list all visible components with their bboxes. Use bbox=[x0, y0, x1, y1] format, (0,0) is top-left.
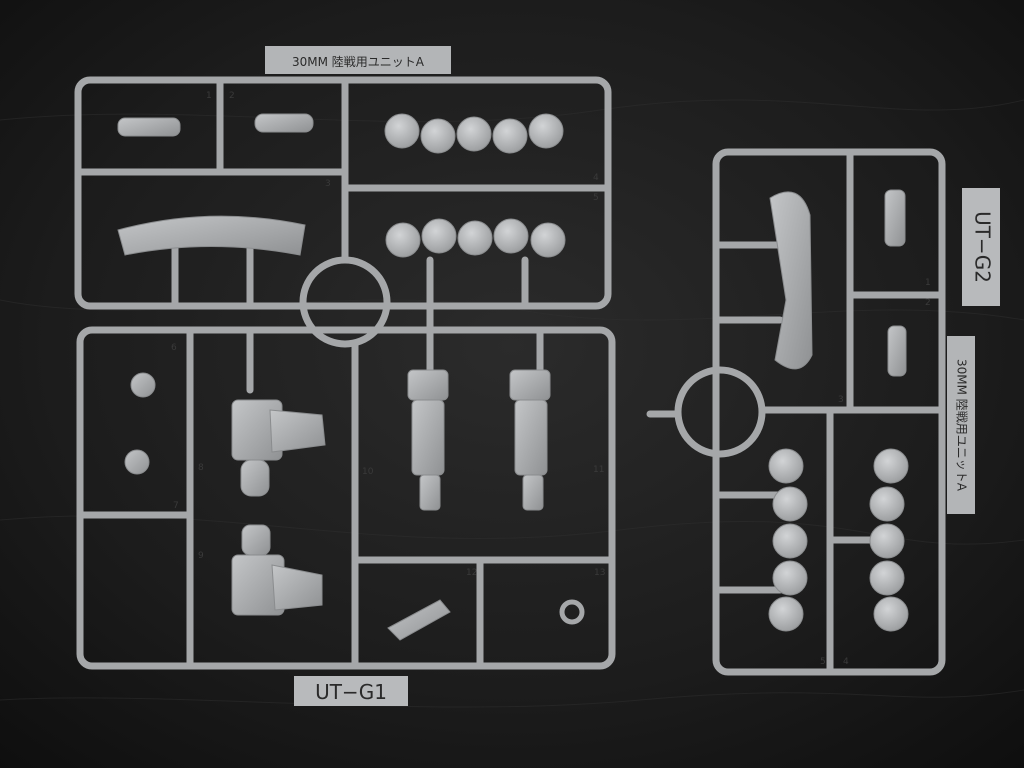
svg-text:7: 7 bbox=[173, 501, 179, 511]
svg-text:5: 5 bbox=[593, 193, 599, 203]
svg-text:30MM 陸戦用ユニットA: 30MM 陸戦用ユニットA bbox=[292, 55, 425, 69]
svg-text:13: 13 bbox=[594, 568, 605, 578]
svg-text:5: 5 bbox=[820, 657, 826, 667]
svg-text:3: 3 bbox=[838, 395, 844, 405]
runner-right bbox=[646, 148, 946, 676]
runner-right-numbers: 1 2 3 4 5 bbox=[820, 278, 931, 667]
runner-left bbox=[74, 76, 616, 670]
svg-text:1: 1 bbox=[206, 91, 212, 101]
runner-left-header-tag: 30MM 陸戦用ユニットA bbox=[265, 46, 451, 74]
svg-text:11: 11 bbox=[593, 465, 604, 475]
runner-right-code-tag: UT−G2 bbox=[962, 188, 1000, 306]
svg-text:9: 9 bbox=[198, 551, 204, 561]
runner-left-parts-lower bbox=[124, 369, 585, 641]
svg-text:8: 8 bbox=[198, 463, 204, 473]
svg-text:3: 3 bbox=[325, 179, 331, 189]
svg-text:4: 4 bbox=[593, 173, 599, 183]
svg-text:10: 10 bbox=[362, 467, 374, 477]
runner-left-numbers: 1 2 3 4 5 6 7 8 9 10 11 12 13 bbox=[171, 91, 605, 578]
runner-right-side-tag: 30MM 陸戦用ユニットA bbox=[947, 336, 975, 514]
svg-text:UT−G1: UT−G1 bbox=[315, 680, 387, 704]
svg-text:6: 6 bbox=[171, 343, 177, 353]
svg-text:1: 1 bbox=[925, 278, 931, 288]
svg-text:4: 4 bbox=[843, 657, 849, 667]
runner-left-parts-upper bbox=[117, 113, 566, 258]
svg-text:UT−G2: UT−G2 bbox=[971, 211, 995, 283]
svg-text:12: 12 bbox=[466, 568, 477, 578]
runner-right-parts bbox=[768, 189, 909, 632]
svg-text:30MM 陸戦用ユニットA: 30MM 陸戦用ユニットA bbox=[955, 359, 969, 492]
runner-left-code-tag: UT−G1 bbox=[294, 676, 408, 706]
svg-text:2: 2 bbox=[925, 298, 931, 308]
svg-text:2: 2 bbox=[229, 91, 235, 101]
